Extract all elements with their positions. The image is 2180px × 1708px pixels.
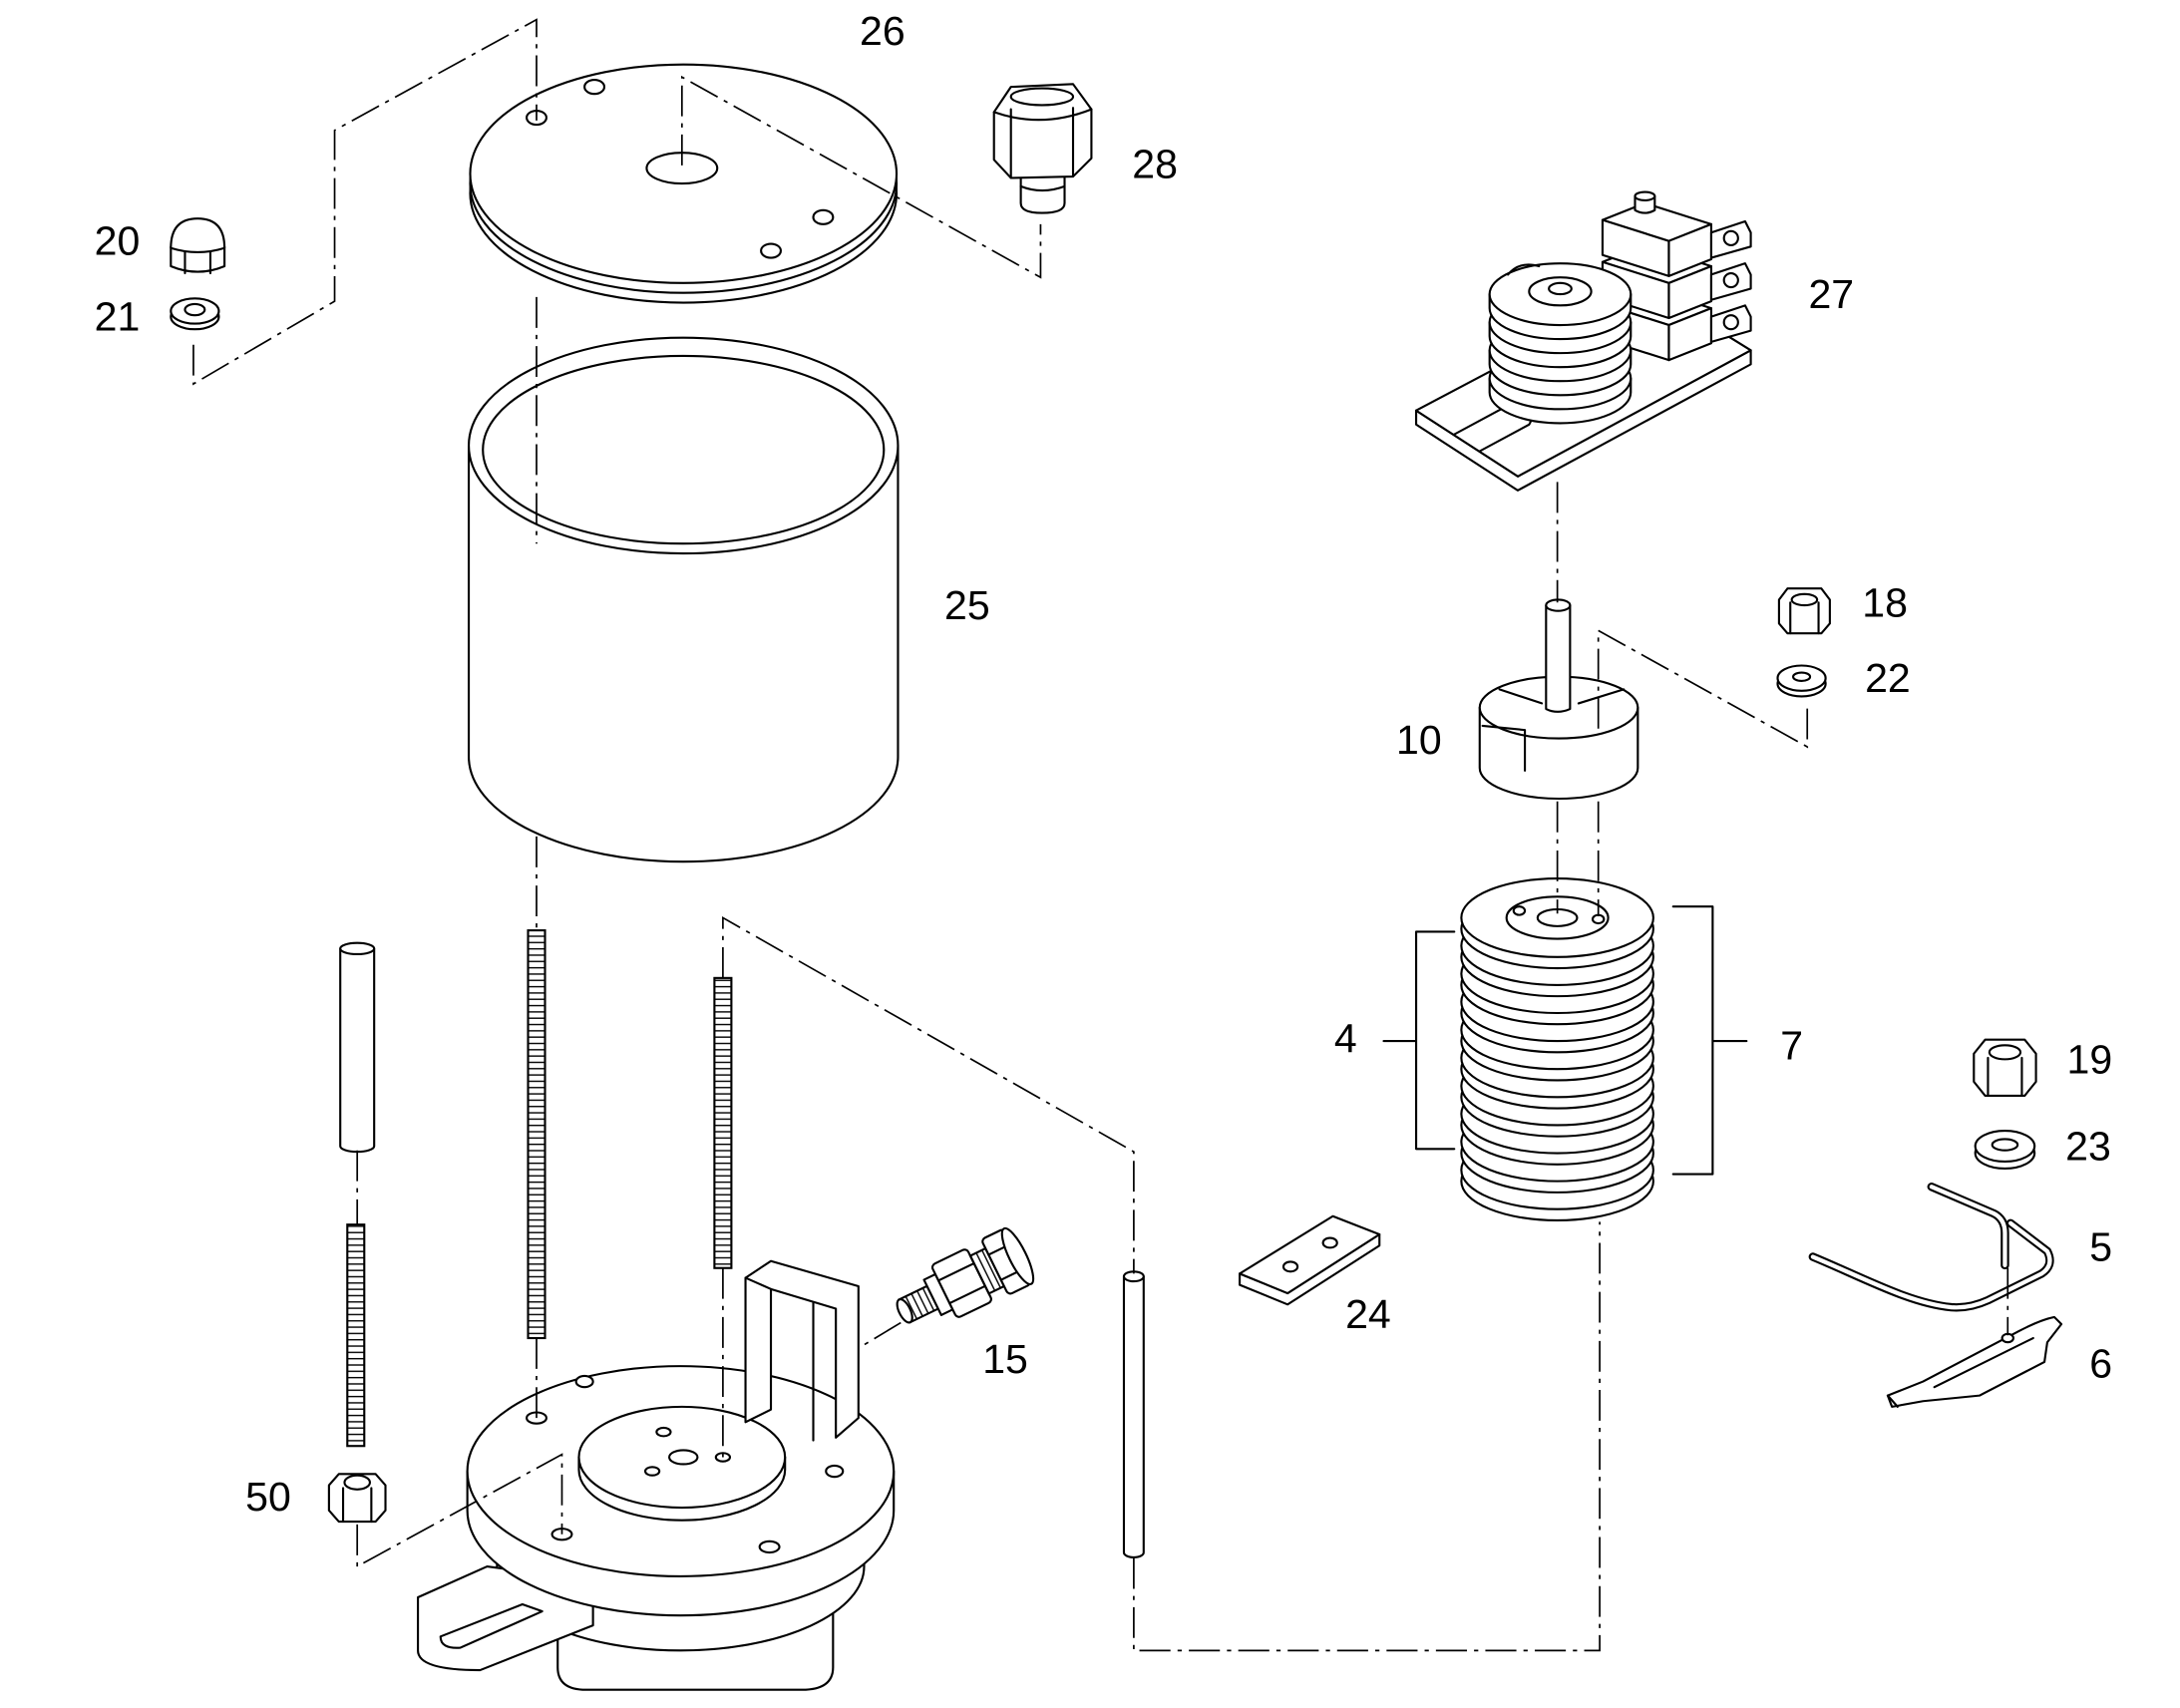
spacer-tube	[1122, 1270, 1145, 1558]
cam-hub	[1478, 598, 1639, 801]
clip	[1886, 1315, 2063, 1408]
callout-20: 20	[95, 218, 141, 264]
cap-nut	[170, 217, 226, 275]
disc-stack	[1460, 877, 1654, 1222]
callout-10: 10	[1396, 717, 1442, 763]
threaded-rod	[346, 1223, 366, 1448]
threaded-rod	[713, 976, 733, 1269]
washer-21	[170, 297, 220, 331]
bracket-7	[1671, 905, 1748, 1176]
cover-disc	[469, 63, 899, 304]
spacer-tube	[339, 941, 376, 1154]
spacer-plate	[1239, 1214, 1381, 1306]
callout-19: 19	[2067, 1037, 2113, 1083]
callout-50: 50	[245, 1474, 291, 1520]
hex-plug	[992, 83, 1093, 214]
callout-15: 15	[982, 1336, 1028, 1382]
cam-stack	[1488, 262, 1633, 425]
micro-switch	[1601, 190, 1752, 277]
callout-27: 27	[1808, 271, 1854, 317]
callout-22: 22	[1865, 655, 1911, 701]
callout-25: 25	[944, 582, 990, 628]
nut-50	[327, 1473, 387, 1524]
callout-6: 6	[2089, 1340, 2112, 1386]
housing-cylinder	[467, 336, 900, 863]
callout-5: 5	[2089, 1224, 2112, 1270]
fitting	[896, 1226, 1035, 1324]
callout-23: 23	[2065, 1124, 2111, 1170]
assembly-center-lines	[192, 18, 2009, 1652]
wire-spring	[1808, 1183, 2054, 1312]
washer-23	[1974, 1129, 2036, 1171]
switch-assembly	[1414, 190, 1752, 492]
callout-28: 28	[1132, 142, 1178, 187]
nut-18	[1777, 587, 1831, 635]
callout-24: 24	[1345, 1291, 1391, 1337]
threaded-rod	[527, 929, 546, 1340]
callout-18: 18	[1862, 579, 1908, 625]
bracket-4	[1382, 930, 1456, 1151]
switch-bracket	[744, 1259, 860, 1442]
callout-26: 26	[860, 8, 906, 54]
nut-19	[1973, 1038, 2037, 1097]
callout-7: 7	[1780, 1023, 1803, 1069]
washer-22	[1776, 664, 1827, 698]
base-housing	[417, 1365, 896, 1691]
callout-4: 4	[1334, 1015, 1357, 1061]
callout-21: 21	[95, 294, 141, 340]
callout-labels: 26 28 20 21 27 25 18 22 10 4 7 19 23 5 6…	[95, 8, 2113, 1520]
